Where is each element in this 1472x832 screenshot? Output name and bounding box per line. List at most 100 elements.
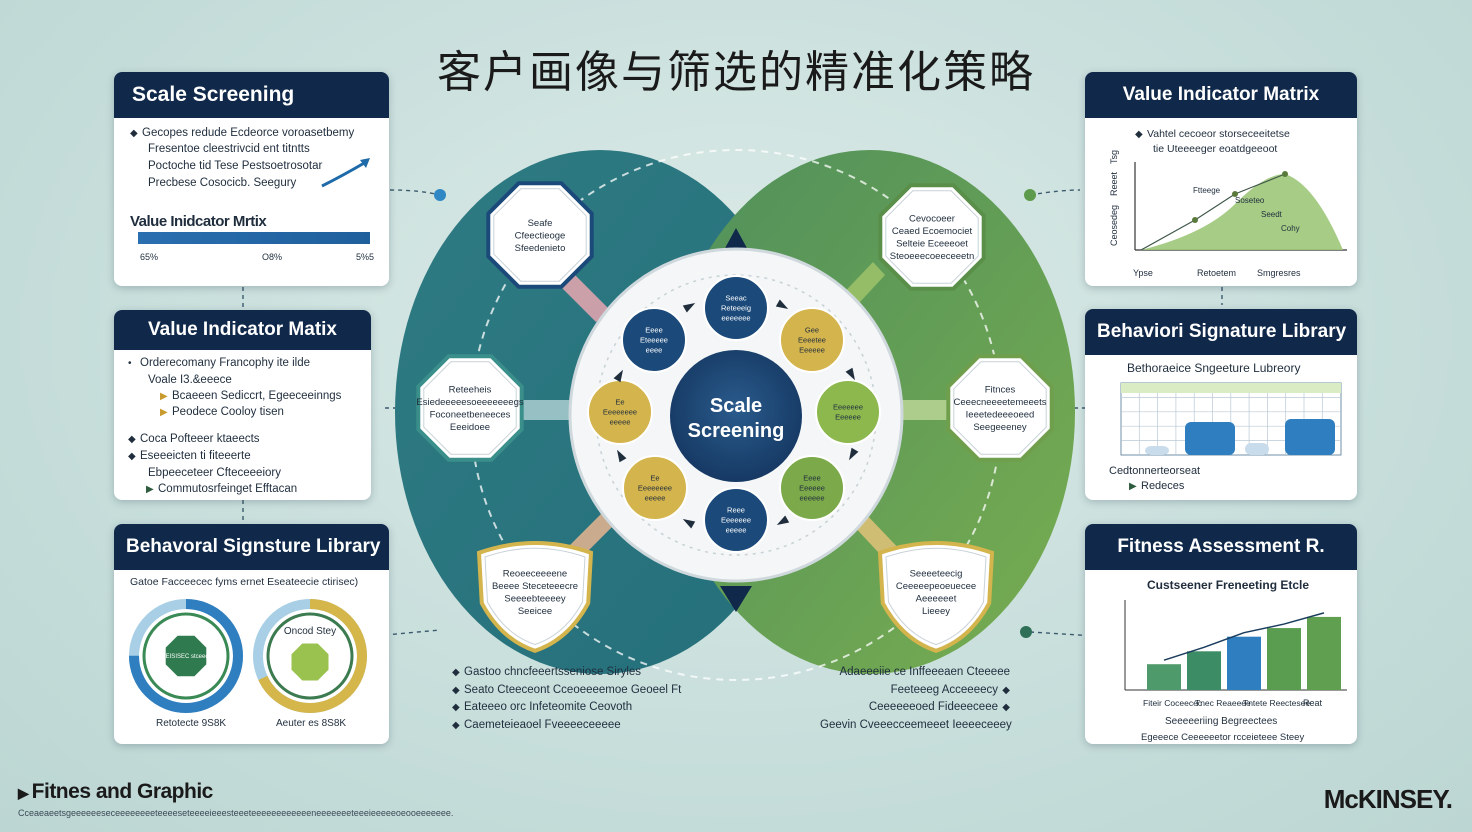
- axis-label: Ceosedeg: [1109, 204, 1119, 246]
- node-label: Seeeebteeeey: [504, 594, 566, 605]
- node-label: Foconeetbeneeces: [430, 410, 511, 421]
- play-icon: ▶: [18, 785, 32, 801]
- node-label: Eeeidoee: [450, 422, 490, 433]
- area-chart: [1134, 162, 1347, 251]
- triangle-bullet-icon: ▶: [146, 484, 154, 495]
- node-label: Ieeetedeeeoeed: [966, 410, 1035, 421]
- node-label: Cevocoeer: [909, 214, 955, 225]
- donut-chart-1: AEISISEC stceeot: [129, 599, 243, 713]
- card-fitness-right: Fitness Assessment R. Custseener Freneet…: [1085, 524, 1357, 744]
- center-label-1: Scale: [710, 395, 762, 417]
- card-subtitle: Custseener Freneeting Etcle: [1147, 578, 1310, 592]
- tick-label: O8%: [262, 252, 283, 262]
- card-behavioral-right: Behaviori Signature Library Bethoraeice …: [1085, 309, 1357, 500]
- axis-label: Fiteir Coceecec: [1143, 698, 1203, 708]
- node-label: Cfeectieoge: [515, 230, 566, 241]
- tick-label: 5%5: [356, 252, 375, 262]
- card-title: Fitness Assessment R.: [1085, 524, 1357, 570]
- bar: [1187, 651, 1221, 690]
- card-value-indicator-left: Value Indicator Matix •Orderecomany Fran…: [114, 310, 371, 500]
- bar: [1147, 664, 1181, 690]
- node-label: Ceeecneeeetemeeets: [954, 397, 1047, 408]
- node-label: Seeac: [725, 294, 747, 303]
- node-label: Reoeeceeeene: [503, 569, 567, 580]
- list-item: Precbese Cosocicb. Seegury: [148, 177, 297, 189]
- bar: [1185, 422, 1235, 455]
- legend-item: Geevin Cveeecceemeeet Ieeeeceeey: [820, 718, 1012, 731]
- node-label: Seafe: [528, 218, 553, 229]
- trend-arrow-icon: [321, 158, 370, 188]
- list-item: Vahtel cecoeor storseceeitetse: [1147, 128, 1290, 140]
- list-item: Cedtonnerteorseat: [1109, 465, 1201, 477]
- axis-label: Tntete Reectesee: [1243, 698, 1311, 708]
- list-item: Ebpeeceteer Cfteceeeiory: [148, 467, 281, 479]
- card-subtitle: Bethoraeice Sngeeture Lubreory: [1127, 361, 1301, 375]
- ring-node-left: ReteeheisEsiedeeeeesoeeeeeeegsFoconeetbe…: [416, 354, 524, 462]
- node-label: Eeeeeeee: [603, 408, 637, 417]
- center-label-2: Screening: [688, 420, 785, 442]
- badge-icon: [291, 643, 329, 681]
- node-label: eeeee: [726, 526, 747, 535]
- legend-item: Caemeteieaoel Fveeeeceeeee: [464, 718, 621, 731]
- axis-label: Tnec Reaeeee: [1195, 698, 1251, 708]
- legend-item: Feeteeeg Acceeeecy: [890, 683, 998, 696]
- card-title: Value Indicator Matix: [114, 310, 371, 350]
- list-item: Egeeece Ceeeeeetor rcceieteee Steey: [1141, 732, 1305, 743]
- triangle-bullet-icon: ▶: [160, 407, 168, 418]
- arrow-icon: [776, 515, 790, 525]
- list-item: Poctoche tid Tese Pestsoetrosotar: [148, 160, 323, 172]
- footer-title: ▶ Fitnes and Graphic: [18, 780, 213, 803]
- annotation: Ftteege: [1193, 186, 1221, 195]
- axis-label: Smgresres: [1257, 268, 1301, 278]
- arrow-icon: [617, 449, 627, 463]
- node-label: Reteeeig: [721, 304, 751, 313]
- axis-label: Tsg: [1109, 149, 1119, 164]
- node-label: Eeee: [645, 326, 663, 335]
- node-label: Ceaed Ecoemociet: [892, 226, 973, 237]
- card-behavioral-left: Behavoral Signsture Library Gatoe Faccee…: [114, 524, 389, 744]
- donut-chart-2: Oncod Stey: [253, 599, 367, 713]
- node-label: Fitnces: [985, 385, 1016, 396]
- list-item: Peodece Cooloy tisen: [172, 406, 284, 418]
- node-label: Steoeeecoeeceeetn: [890, 251, 975, 262]
- bar: [1307, 616, 1341, 690]
- node-label: Eeeeeee: [721, 516, 751, 525]
- badge-label: AEISISEC stceeot: [162, 654, 211, 660]
- progress-bar: [138, 232, 370, 244]
- node-label: Selteie Eceeeoet: [896, 239, 968, 250]
- card-title: Value Indicator Matrix: [1085, 72, 1357, 118]
- triangle-bullet-icon: ▶: [1129, 481, 1137, 492]
- page-title: 客户画像与筛选的精准化策略: [437, 47, 1035, 98]
- node-label: Eeeetee: [798, 336, 826, 345]
- node-label: Seegeeeney: [973, 422, 1027, 433]
- card-title: Behaviori Signature Library: [1085, 309, 1357, 355]
- node-label: Eeeeee: [799, 484, 825, 493]
- list-item: Eseeeicten ti fiteeerte: [140, 450, 251, 462]
- list-item: Voale I3.&eeece: [148, 374, 232, 386]
- card-scale-screening: Scale Screening ◆Gecopes redude Ecdeorce…: [114, 72, 389, 286]
- legend-item: Ceeeeeeoed Fideeeceee: [868, 701, 998, 713]
- card-title: Scale Screening: [114, 72, 389, 118]
- node-label: Eeeeeee: [833, 403, 863, 412]
- arrow-icon: [682, 303, 696, 313]
- bottom-triangle-icon: [720, 586, 752, 612]
- trend-line: [1163, 612, 1325, 661]
- legend-item: Seato Cteeceont Cceoeeeemoe Geoeel Ft: [464, 683, 682, 696]
- legend-left: ◆Gastoo chncfeeertsseniose Siryles ◆Seat…: [452, 666, 682, 731]
- node-label: Ceeeeepeoeuecee: [896, 581, 976, 592]
- list-item: Fresentoe cleestrivcid ent titntts: [148, 143, 310, 155]
- axis-label: Retoetem: [1197, 268, 1237, 278]
- ring-node-right: FitncesCeeecneeeetemeeetsIeeetedeeeoeedS…: [946, 354, 1054, 462]
- bar: [1285, 419, 1335, 455]
- node-label: eeeeeee: [721, 314, 750, 323]
- node-label: Seeeeteecig: [910, 569, 963, 580]
- node-label: Seeicee: [518, 606, 552, 617]
